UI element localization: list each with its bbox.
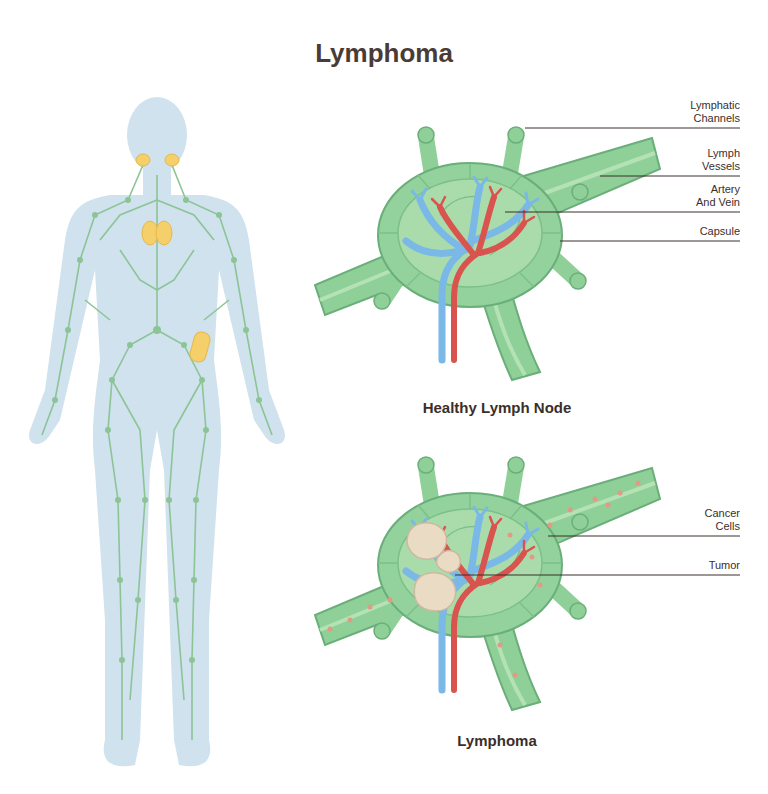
callout-label: Lymphatic Channels xyxy=(665,99,740,125)
label-box: Lymph Vessels xyxy=(685,147,740,173)
callout-label: Cancer Cells xyxy=(692,507,740,533)
organs xyxy=(136,154,212,364)
label-box: Lymphoma xyxy=(377,732,617,750)
body-silhouette xyxy=(29,97,285,766)
leader-lines xyxy=(455,128,740,575)
figure-caption: Lymphoma xyxy=(377,732,617,750)
tumor-shapes xyxy=(407,523,460,611)
lymph-network xyxy=(42,165,272,740)
lymphoma-node xyxy=(315,457,660,710)
label-box: Capsule xyxy=(670,225,740,238)
callout-label: Tumor xyxy=(670,559,740,572)
title-box: Lymphoma xyxy=(0,38,768,69)
label-box: Healthy Lymph Node xyxy=(377,399,617,417)
label-box: Artery And Vein xyxy=(692,183,740,209)
title: Lymphoma xyxy=(0,38,768,69)
callout-label: Capsule xyxy=(670,225,740,238)
callout-label: Artery And Vein xyxy=(692,183,740,209)
callout-label: Lymph Vessels xyxy=(685,147,740,173)
label-box: Cancer Cells xyxy=(692,507,740,533)
figure-caption: Healthy Lymph Node xyxy=(377,399,617,417)
lymph-node-dots xyxy=(52,197,262,663)
healthy-lymph-node xyxy=(315,127,660,380)
label-box: Tumor xyxy=(670,559,740,572)
cancer-cell-dots xyxy=(328,481,641,678)
label-box: Lymphatic Channels xyxy=(665,99,740,125)
